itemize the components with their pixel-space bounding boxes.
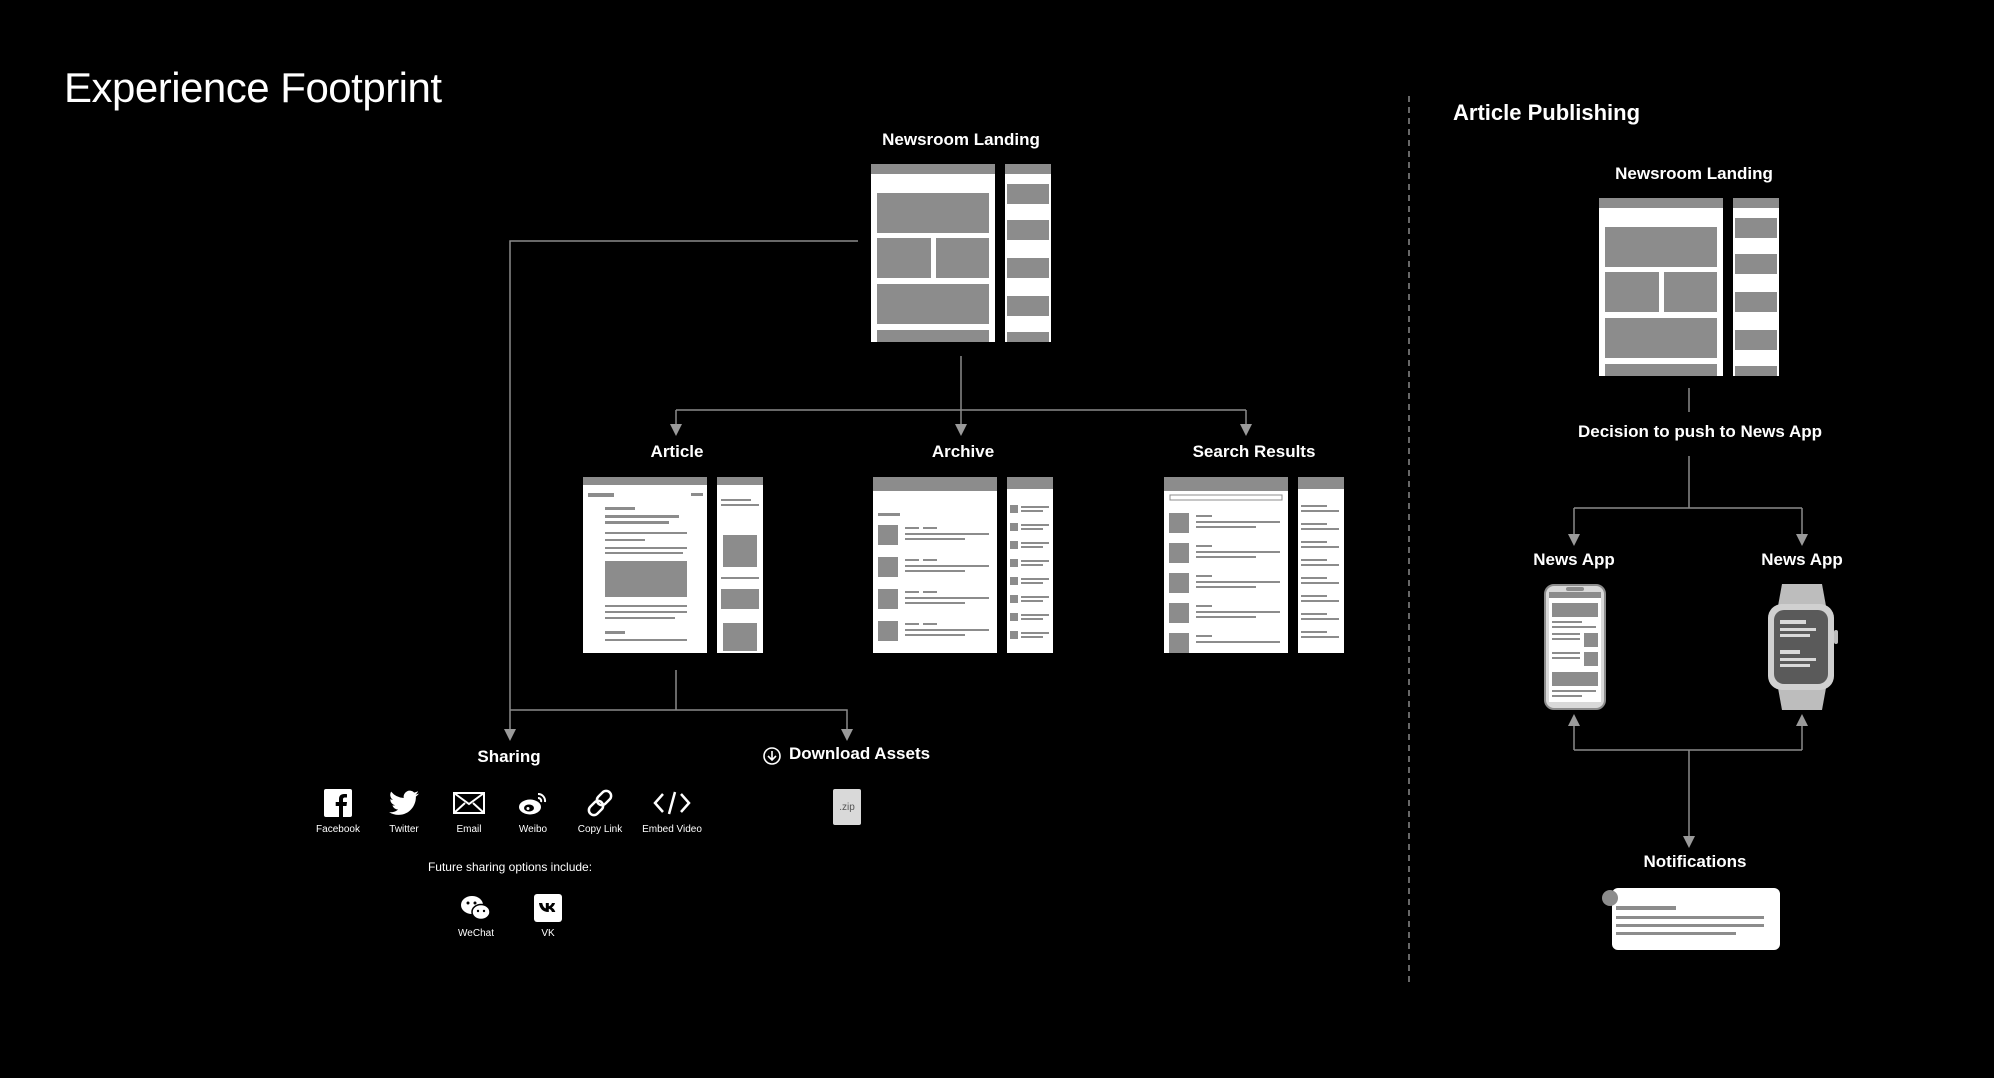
landing-to-sharing-line [504, 240, 858, 741]
code-icon[interactable] [652, 783, 692, 823]
newsroom-landing-wireframe [871, 164, 1051, 342]
news-app-watch-label: News App [1761, 550, 1843, 569]
email-icon[interactable] [449, 783, 489, 823]
newsroom-landing-label: Newsroom Landing [882, 130, 1040, 149]
weibo-icon[interactable] [513, 783, 553, 823]
archive-wireframe [873, 477, 1053, 653]
email-label: Email [456, 824, 482, 835]
phone-wireframe [1544, 584, 1606, 710]
right-newsroom-landing-wireframe [1599, 198, 1779, 376]
weibo-label: Weibo [518, 824, 548, 835]
download-assets-label: Download Assets [789, 744, 931, 763]
download-icon [763, 747, 781, 765]
twitter-icon[interactable] [384, 783, 424, 823]
watch-wireframe [1768, 584, 1838, 710]
facebook-icon[interactable] [318, 783, 358, 823]
twitter-label: Twitter [389, 824, 419, 835]
search-results-wireframe [1164, 477, 1344, 653]
right-newsroom-landing-label: Newsroom Landing [1615, 164, 1773, 183]
article-wireframe [583, 477, 763, 653]
search-results-label: Search Results [1192, 442, 1316, 461]
vk-icon[interactable] [528, 888, 568, 928]
notification-wireframe [1602, 888, 1780, 950]
facebook-label: Facebook [316, 824, 360, 835]
to-download-line [510, 709, 853, 741]
zip-file-label: .zip [839, 801, 855, 813]
wechat-icon[interactable] [456, 888, 496, 928]
vk-label: VK [541, 928, 555, 939]
sharing-label: Sharing [477, 747, 541, 766]
news-app-phone-label: News App [1533, 550, 1615, 569]
archive-label: Archive [931, 442, 995, 461]
future-sharing-label: Future sharing options include: [427, 860, 593, 874]
link-icon[interactable] [580, 783, 620, 823]
notifications-label: Notifications [1643, 852, 1747, 871]
embed-video-label: Embed Video [642, 824, 702, 835]
copy-link-label: Copy Link [577, 824, 623, 835]
decision-label: Decision to push to News App [1578, 422, 1822, 441]
right-section-title: Article Publishing [1453, 100, 1641, 125]
wechat-label: WeChat [458, 928, 494, 939]
article-label: Article [650, 442, 704, 461]
page-title: Experience Footprint [64, 64, 442, 111]
zip-file-icon[interactable]: .zip [833, 789, 861, 825]
